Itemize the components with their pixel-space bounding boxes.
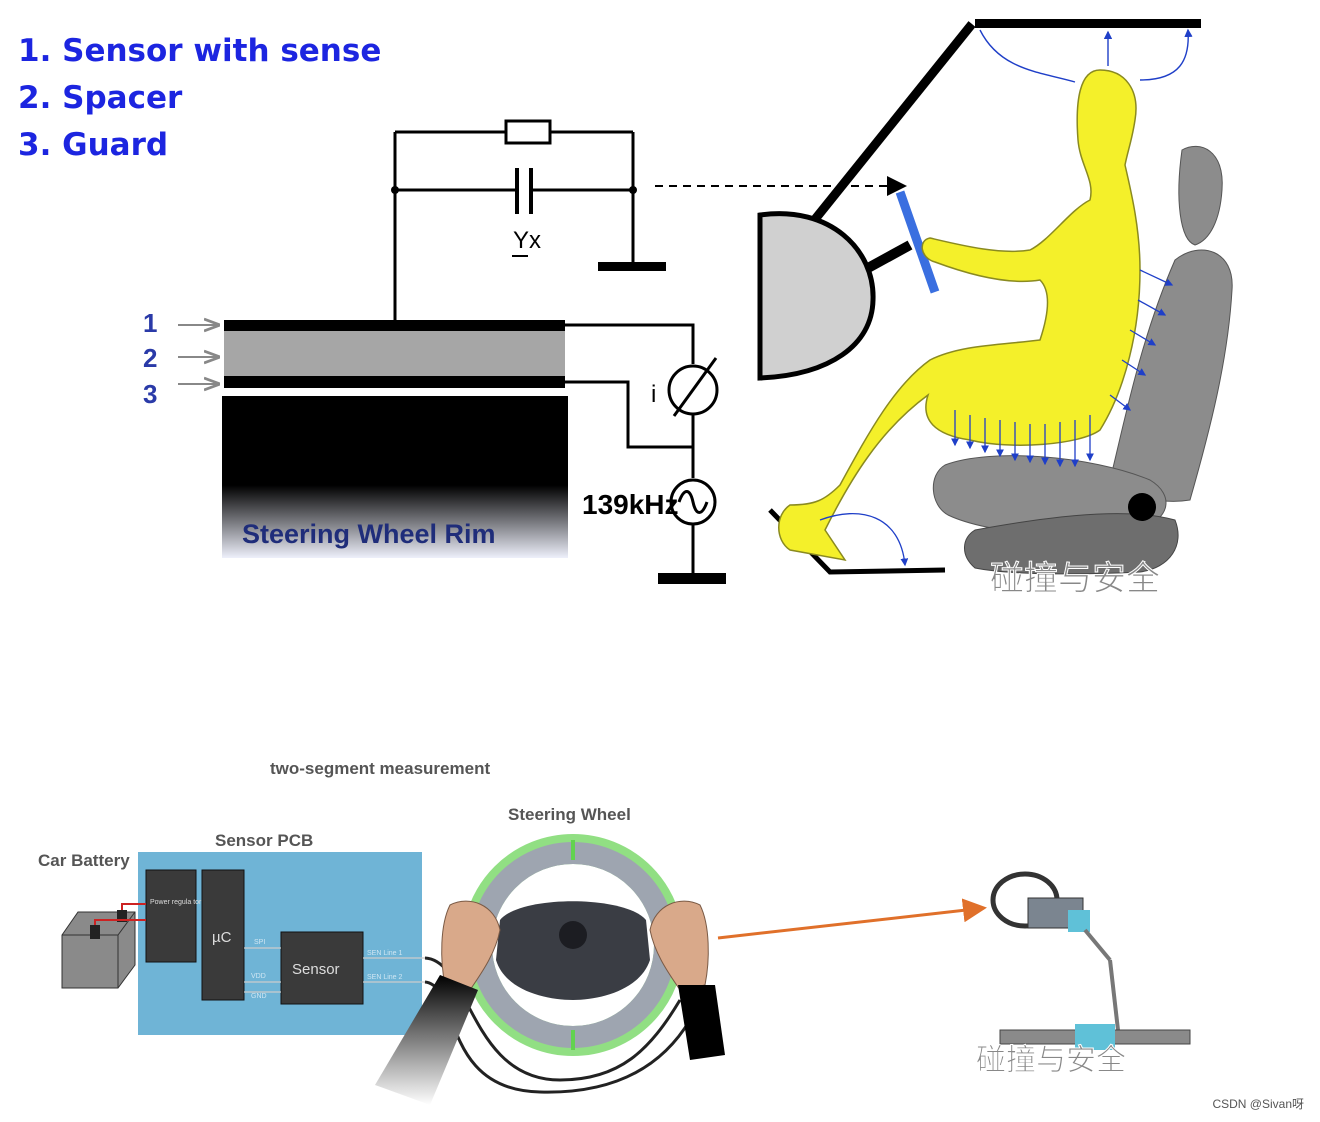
sensor-chip-label: Sensor: [292, 961, 340, 978]
gnd-label: GND: [251, 993, 267, 1000]
pressure-arrows: [819, 269, 1174, 567]
corner-credit: CSDN @Sivan呀: [1212, 1097, 1304, 1111]
layer-number-3: 3: [143, 379, 157, 409]
dashboard: [757, 211, 876, 381]
steering-wheel-rim: [222, 396, 568, 558]
ground-symbol-top: [598, 262, 666, 271]
layer-number-2: 2: [143, 343, 157, 373]
steering-column-assembly: [990, 871, 1191, 1050]
left-hand: [441, 900, 501, 991]
resistor-symbol: [504, 119, 552, 145]
power-regulator-chip: [145, 869, 197, 963]
sensor-circuit: 1 2 3 Steering Wheel Rim Yx: [143, 119, 907, 584]
windshield-pillar: [804, 21, 976, 231]
connection-arrow: [717, 898, 987, 940]
sensor-pcb-label: Sensor PCB: [215, 831, 313, 850]
occupant-figure: [778, 69, 1141, 562]
sensor-layer: [224, 320, 565, 331]
sen-line-1-label: SEN Line 1: [367, 950, 403, 957]
steering-wheel-label: Steering Wheel: [508, 805, 631, 824]
layer-number-1: 1: [143, 308, 157, 338]
legend-item-guard: 3. Guard: [18, 127, 169, 163]
spacer-layer: [224, 331, 565, 376]
occupant-scene: 碰撞与安全: [757, 19, 1233, 599]
frequency-label: 139kHz: [582, 489, 679, 520]
power-regulator-label: Power regula tor: [150, 899, 202, 906]
rim-label: Steering Wheel Rim: [242, 519, 496, 549]
measurement-system: two-segment measurement Steering Wheel S…: [38, 759, 1191, 1105]
legend: 1. Sensor with sense 2. Spacer 3. Guard: [18, 28, 381, 169]
sensor-chip: [280, 931, 364, 1005]
right-sleeve: [678, 985, 725, 1060]
sen-line-2-label: SEN Line 2: [367, 974, 403, 981]
microcontroller-chip: [201, 869, 245, 1001]
seat-back: [1109, 249, 1233, 502]
steering-column: [865, 240, 913, 273]
left-sleeve: [375, 975, 478, 1105]
seat-base: [964, 513, 1179, 575]
ground-symbol-bottom: [658, 573, 726, 584]
steering-wheel-hub: [496, 901, 650, 1000]
measurement-title: two-segment measurement: [270, 759, 490, 778]
current-meter-label: i: [651, 381, 656, 408]
legend-item-spacer: 2. Spacer: [18, 80, 183, 116]
spi-label: SPI: [254, 939, 265, 946]
seat-headrest: [1178, 145, 1223, 246]
legend-item-sensor: 1. Sensor with sense: [18, 33, 382, 69]
guard-layer: [224, 376, 565, 388]
mcu-label: µC: [212, 929, 232, 946]
vehicle-roof: [975, 19, 1201, 28]
watermark-top: 碰撞与安全: [990, 560, 1160, 598]
right-hand: [649, 900, 709, 991]
car-battery: [61, 911, 136, 989]
steering-wheel-top-view: [895, 190, 940, 294]
car-battery-label: Car Battery: [38, 851, 130, 870]
watermark-bottom: 碰撞与安全: [976, 1044, 1126, 1077]
vdd-label: VDD: [251, 973, 266, 980]
capacitor-label: Yx: [513, 227, 541, 254]
